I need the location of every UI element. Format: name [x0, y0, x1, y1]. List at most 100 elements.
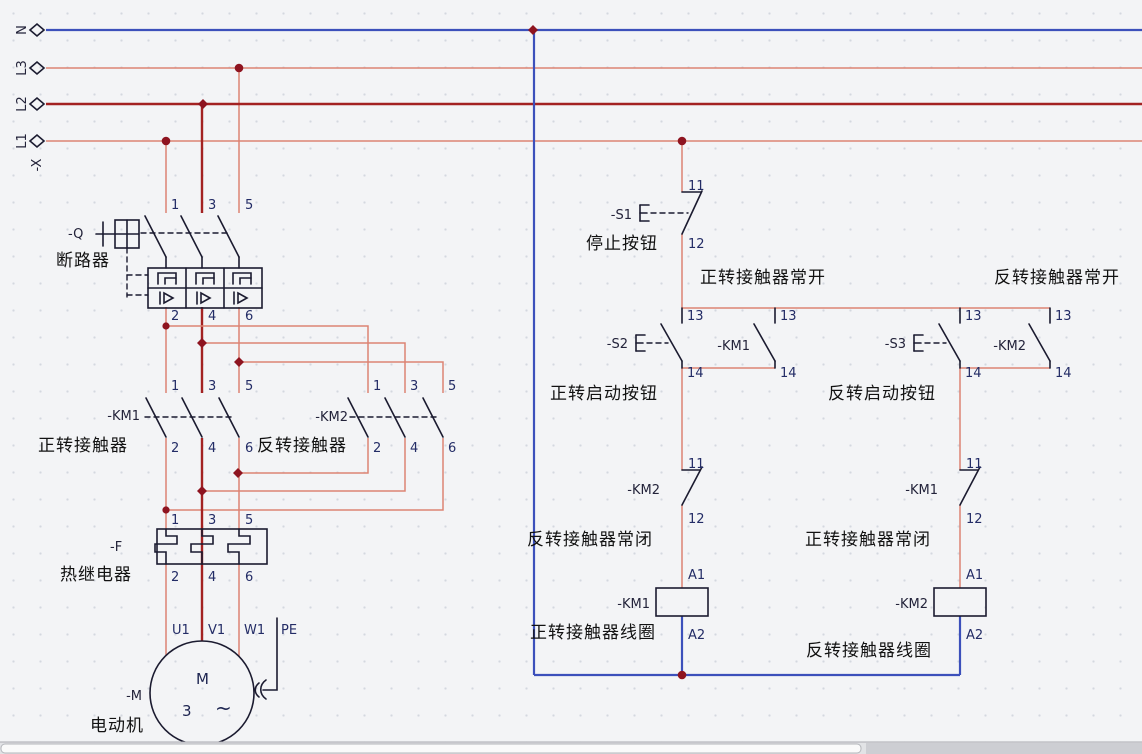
- thermal-ref: -F: [110, 540, 122, 555]
- breaker-symbol: [95, 215, 263, 309]
- breaker-name: 断路器: [56, 251, 110, 271]
- svg-text:1: 1: [171, 198, 179, 213]
- km1no-label: 正转接触器常开: [700, 268, 826, 288]
- svg-text:4: 4: [208, 441, 216, 456]
- s3-ref: -S3: [885, 337, 906, 352]
- svg-text:A2: A2: [688, 628, 705, 643]
- motor-name: 电动机: [90, 716, 144, 736]
- motor-phases: 3: [182, 702, 192, 720]
- rail-label-l1: L1: [15, 133, 30, 149]
- scrollbar-thumb[interactable]: [0, 743, 862, 754]
- km1nc-ref: -KM1: [905, 483, 938, 498]
- svg-text:12: 12: [688, 512, 705, 527]
- svg-text:14: 14: [1055, 366, 1072, 381]
- svg-text:4: 4: [208, 309, 216, 324]
- svg-text:5: 5: [448, 379, 456, 394]
- breaker-ref: -Q: [68, 227, 83, 242]
- svg-text:W1: W1: [244, 623, 265, 638]
- km2coil-label: 反转接触器线圈: [806, 641, 932, 661]
- s2-name: 正转启动按钮: [550, 384, 658, 404]
- svg-text:2: 2: [171, 570, 179, 585]
- s1-ref: -S1: [611, 208, 632, 223]
- rail-label-l2: L2: [15, 96, 30, 112]
- km2coil-ref: -KM2: [895, 597, 928, 612]
- motor-m: M: [196, 670, 209, 688]
- svg-text:13: 13: [780, 309, 797, 324]
- s1-name: 停止按钮: [586, 234, 658, 254]
- svg-text:4: 4: [208, 570, 216, 585]
- km1coil-label: 正转接触器线圈: [530, 623, 656, 643]
- svg-text:A1: A1: [966, 568, 983, 583]
- svg-text:4: 4: [410, 441, 418, 456]
- km2-main-ref: -KM2: [315, 410, 348, 425]
- symbols: [28, 22, 1051, 746]
- junction-dots: [161, 25, 687, 680]
- svg-text:2: 2: [171, 441, 179, 456]
- svg-text:12: 12: [966, 512, 983, 527]
- km1no-ref: -KM1: [717, 339, 750, 354]
- km2no-ref: -KM2: [993, 339, 1026, 354]
- svg-text:6: 6: [448, 441, 456, 456]
- svg-text:11: 11: [688, 457, 705, 472]
- svg-text:2: 2: [373, 441, 381, 456]
- svg-text:6: 6: [245, 309, 253, 324]
- svg-text:13: 13: [965, 309, 982, 324]
- svg-text:A1: A1: [688, 568, 705, 583]
- rail-label-l3: L3: [15, 60, 30, 76]
- svg-text:12: 12: [688, 237, 705, 252]
- svg-text:5: 5: [245, 513, 253, 528]
- labels: N L3 L2 L1 -X -Q 断路器 1 3 5 2 4 6 -KM1 正转…: [15, 25, 1120, 736]
- svg-text:3: 3: [410, 379, 418, 394]
- motor-wave: ~: [215, 696, 232, 720]
- rail-label-n: N: [15, 25, 30, 35]
- svg-text:3: 3: [208, 379, 216, 394]
- wires-live-red: [46, 67, 1142, 656]
- km2-coil-symbol: [933, 587, 987, 617]
- svg-text:5: 5: [245, 379, 253, 394]
- no-contacts-row: [635, 307, 1051, 369]
- km1-coil-symbol: [655, 587, 709, 617]
- horizontal-scrollbar[interactable]: [0, 741, 1142, 754]
- km1nc-label: 正转接触器常闭: [805, 530, 931, 550]
- svg-text:PE: PE: [281, 623, 297, 638]
- km1-main-name: 正转接触器: [38, 436, 128, 456]
- s2-ref: -S2: [607, 337, 628, 352]
- svg-text:11: 11: [688, 179, 705, 194]
- svg-text:1: 1: [171, 513, 179, 528]
- scrollbar-track-right[interactable]: [866, 743, 1142, 754]
- nc-interlock-contacts: [681, 466, 981, 506]
- svg-text:11: 11: [966, 457, 983, 472]
- km2nc-label: 反转接触器常闭: [527, 530, 653, 550]
- svg-text:14: 14: [780, 366, 797, 381]
- svg-text:13: 13: [687, 309, 704, 324]
- thermal-relay-symbol: [154, 528, 268, 565]
- km1-main-ref: -KM1: [107, 409, 140, 424]
- svg-text:6: 6: [245, 441, 253, 456]
- svg-text:3: 3: [208, 513, 216, 528]
- svg-text:5: 5: [245, 198, 253, 213]
- svg-text:A2: A2: [966, 628, 983, 643]
- svg-text:13: 13: [1055, 309, 1072, 324]
- stop-button-symbol: [639, 190, 703, 235]
- mechanical-links: [126, 212, 947, 418]
- thermal-name: 热继电器: [60, 565, 132, 585]
- wires-neutral-blue: [46, 28, 1142, 677]
- km2no-label: 反转接触器常开: [994, 268, 1120, 288]
- rail-terminal-diamonds: [28, 22, 46, 149]
- km2-main-name: 反转接触器: [257, 436, 347, 456]
- motor-ref: -M: [126, 689, 142, 704]
- svg-text:2: 2: [171, 309, 179, 324]
- svg-text:3: 3: [208, 198, 216, 213]
- svg-text:6: 6: [245, 570, 253, 585]
- svg-text:14: 14: [965, 366, 982, 381]
- svg-text:1: 1: [373, 379, 381, 394]
- s3-name: 反转启动按钮: [828, 384, 936, 404]
- svg-text:U1: U1: [172, 623, 190, 638]
- svg-text:1: 1: [171, 379, 179, 394]
- km1coil-ref: -KM1: [617, 597, 650, 612]
- wires-phase-dark: [46, 102, 1142, 641]
- svg-text:14: 14: [687, 366, 704, 381]
- km2nc-ref: -KM2: [627, 483, 660, 498]
